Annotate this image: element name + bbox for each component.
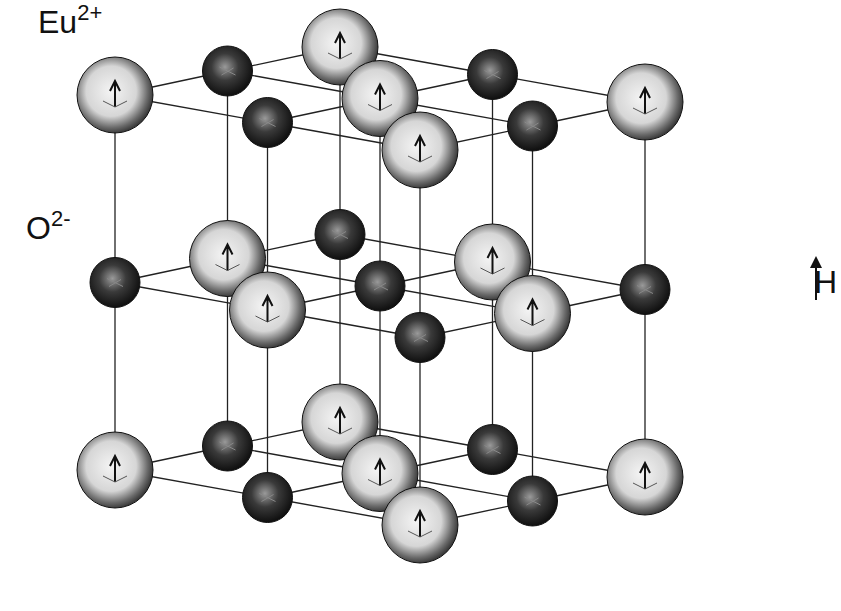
o-sphere bbox=[243, 473, 293, 523]
o-sphere bbox=[355, 261, 405, 311]
eu-sphere bbox=[607, 439, 683, 515]
ion-label: Eu2+ bbox=[38, 6, 102, 38]
o-sphere bbox=[395, 313, 445, 363]
o-texture bbox=[260, 119, 276, 127]
spin-arrow bbox=[335, 33, 345, 59]
o-ion bbox=[203, 421, 253, 471]
spin-arrow bbox=[375, 460, 385, 486]
eu-ion bbox=[77, 432, 153, 508]
spin-arrow bbox=[263, 296, 273, 322]
o-ion bbox=[395, 313, 445, 363]
spin-arrow bbox=[640, 463, 650, 489]
o-ion bbox=[243, 98, 293, 148]
ion-label: O2- bbox=[26, 212, 70, 244]
o-texture bbox=[525, 122, 541, 130]
spin-arrow bbox=[415, 136, 425, 162]
sphere-shading bbox=[481, 268, 505, 274]
spin-arrow bbox=[488, 248, 498, 274]
eu-ion bbox=[607, 439, 683, 515]
sphere-shading bbox=[216, 265, 240, 271]
spin-arrow bbox=[528, 300, 538, 326]
sphere-shading bbox=[408, 156, 432, 162]
o-ion bbox=[508, 101, 558, 151]
o-ion bbox=[355, 261, 405, 311]
eu-sphere bbox=[607, 64, 683, 140]
field-label: H bbox=[814, 266, 837, 298]
o-texture bbox=[332, 231, 348, 239]
o-ion bbox=[468, 425, 518, 475]
spin-arrow bbox=[335, 408, 345, 434]
sphere-shading bbox=[328, 53, 352, 59]
o-sphere bbox=[243, 98, 293, 148]
o-sphere bbox=[315, 210, 365, 260]
o-sphere bbox=[468, 425, 518, 475]
eu-sphere bbox=[382, 487, 458, 563]
sphere-shading bbox=[368, 480, 392, 486]
spin-arrow bbox=[640, 88, 650, 114]
o-texture bbox=[260, 494, 276, 502]
spin-arrow bbox=[415, 511, 425, 537]
eu-ion bbox=[495, 276, 571, 352]
eu-sphere bbox=[382, 112, 458, 188]
o-sphere bbox=[508, 476, 558, 526]
o-texture bbox=[107, 279, 123, 287]
o-sphere bbox=[203, 46, 253, 96]
spin-arrow bbox=[110, 81, 120, 107]
o-texture bbox=[637, 286, 653, 294]
o-ion bbox=[243, 473, 293, 523]
eu-ion bbox=[77, 57, 153, 133]
o-texture bbox=[412, 334, 428, 342]
o-sphere bbox=[468, 50, 518, 100]
o-texture bbox=[485, 446, 501, 454]
spin-arrow bbox=[375, 85, 385, 111]
o-sphere bbox=[620, 265, 670, 315]
eu-sphere bbox=[230, 272, 306, 348]
eu-ion bbox=[382, 487, 458, 563]
sphere-shading bbox=[408, 531, 432, 537]
eu-sphere bbox=[495, 276, 571, 352]
sphere-shading bbox=[328, 428, 352, 434]
o-ion bbox=[315, 210, 365, 260]
o-ion bbox=[203, 46, 253, 96]
eu-sphere bbox=[77, 57, 153, 133]
o-texture bbox=[220, 442, 236, 450]
sphere-shading bbox=[103, 101, 127, 107]
o-texture bbox=[372, 282, 388, 290]
o-ion bbox=[620, 265, 670, 315]
o-sphere bbox=[90, 258, 140, 308]
o-ion bbox=[468, 50, 518, 100]
o-texture bbox=[485, 71, 501, 79]
o-texture bbox=[525, 497, 541, 505]
eu-sphere bbox=[77, 432, 153, 508]
o-sphere bbox=[508, 101, 558, 151]
sphere-shading bbox=[633, 108, 657, 114]
eu-ion bbox=[382, 112, 458, 188]
o-ion bbox=[90, 258, 140, 308]
sphere-shading bbox=[103, 476, 127, 482]
sphere-shading bbox=[633, 483, 657, 489]
eu-ion bbox=[230, 272, 306, 348]
o-ion bbox=[508, 476, 558, 526]
o-texture bbox=[220, 67, 236, 75]
o-sphere bbox=[203, 421, 253, 471]
spin-arrow bbox=[223, 245, 233, 271]
sphere-shading bbox=[521, 320, 545, 326]
eu-ion bbox=[607, 64, 683, 140]
sphere-shading bbox=[256, 316, 280, 322]
sphere-shading bbox=[368, 105, 392, 111]
spin-arrow bbox=[110, 456, 120, 482]
